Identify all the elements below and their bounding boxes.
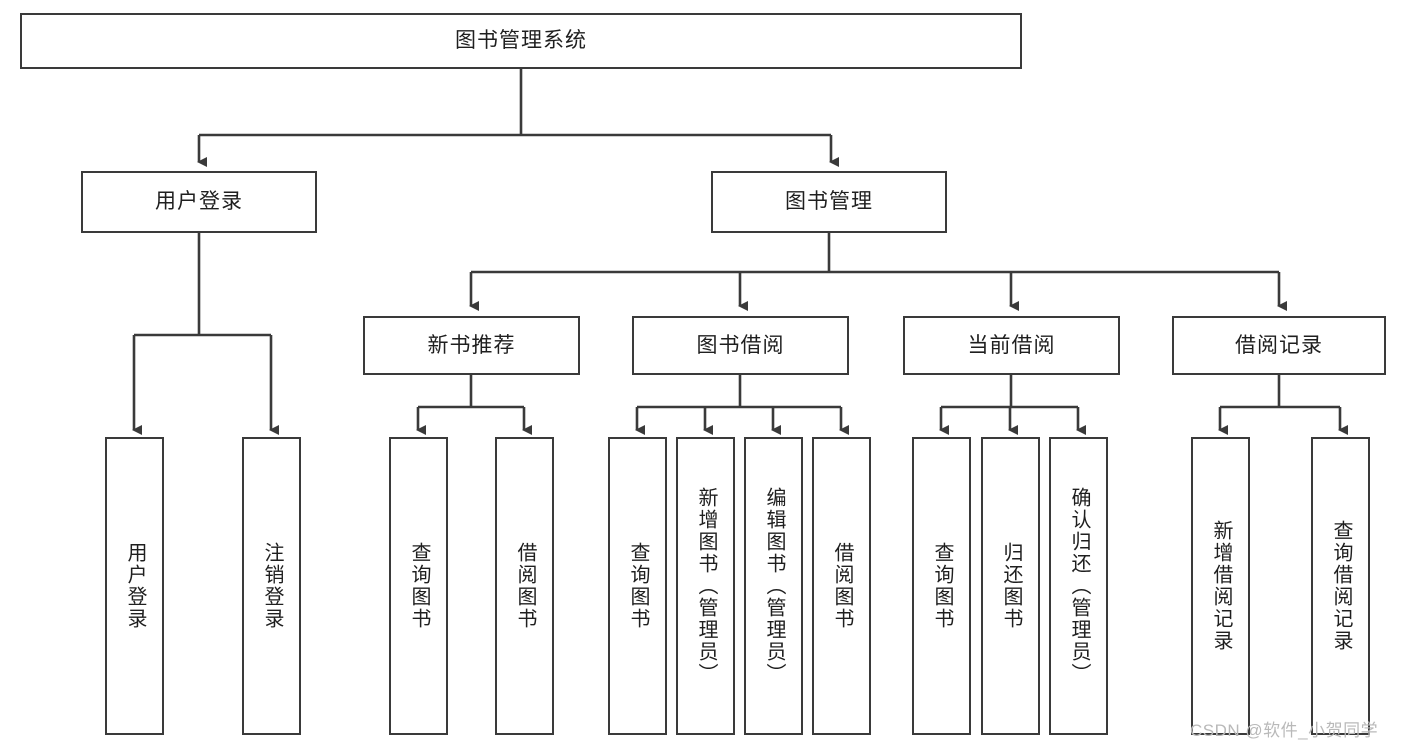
leaf-borrow-query-book[interactable]: 查询图书: [608, 437, 667, 735]
leaf-label: 借阅图书: [514, 542, 536, 630]
leaf-current-return-book[interactable]: 归还图书: [981, 437, 1040, 735]
leaf-label: 新增图书（管理员）: [695, 487, 717, 685]
leaf-record-add-record[interactable]: 新增借阅记录: [1191, 437, 1250, 735]
leaf-recommend-borrow-book[interactable]: 借阅图书: [495, 437, 554, 735]
leaf-user-login-logout[interactable]: 注销登录: [242, 437, 301, 735]
node-book-borrow[interactable]: 图书借阅: [632, 316, 849, 375]
leaf-label: 借阅图书: [831, 542, 853, 630]
leaf-record-query-record[interactable]: 查询借阅记录: [1311, 437, 1370, 735]
leaf-label: 查询图书: [931, 542, 953, 630]
leaf-recommend-query-book[interactable]: 查询图书: [389, 437, 448, 735]
node-new-book-recommend[interactable]: 新书推荐: [363, 316, 580, 375]
leaf-label: 用户登录: [124, 542, 146, 630]
leaf-label: 归还图书: [1000, 542, 1022, 630]
leaf-borrow-edit-book-admin[interactable]: 编辑图书（管理员）: [744, 437, 803, 735]
leaf-label: 查询借阅记录: [1330, 520, 1352, 652]
node-current-borrow[interactable]: 当前借阅: [903, 316, 1120, 375]
csdn-watermark: CSDN @软件_小贺同学: [1190, 721, 1379, 740]
node-user-login[interactable]: 用户登录: [81, 171, 317, 233]
leaf-label: 新增借阅记录: [1210, 520, 1232, 652]
node-book-management[interactable]: 图书管理: [711, 171, 947, 233]
leaf-label: 查询图书: [627, 542, 649, 630]
leaf-user-login-login[interactable]: 用户登录: [105, 437, 164, 735]
leaf-label: 查询图书: [408, 542, 430, 630]
leaf-current-confirm-return-admin[interactable]: 确认归还（管理员）: [1049, 437, 1108, 735]
node-borrow-record[interactable]: 借阅记录: [1172, 316, 1386, 375]
leaf-borrow-add-book-admin[interactable]: 新增图书（管理员）: [676, 437, 735, 735]
leaf-current-query-book[interactable]: 查询图书: [912, 437, 971, 735]
leaf-label: 确认归还（管理员）: [1068, 487, 1090, 685]
leaf-label: 编辑图书（管理员）: [763, 487, 785, 685]
node-root-system[interactable]: 图书管理系统: [20, 13, 1022, 69]
leaf-label: 注销登录: [261, 542, 283, 630]
leaf-borrow-borrow-book[interactable]: 借阅图书: [812, 437, 871, 735]
